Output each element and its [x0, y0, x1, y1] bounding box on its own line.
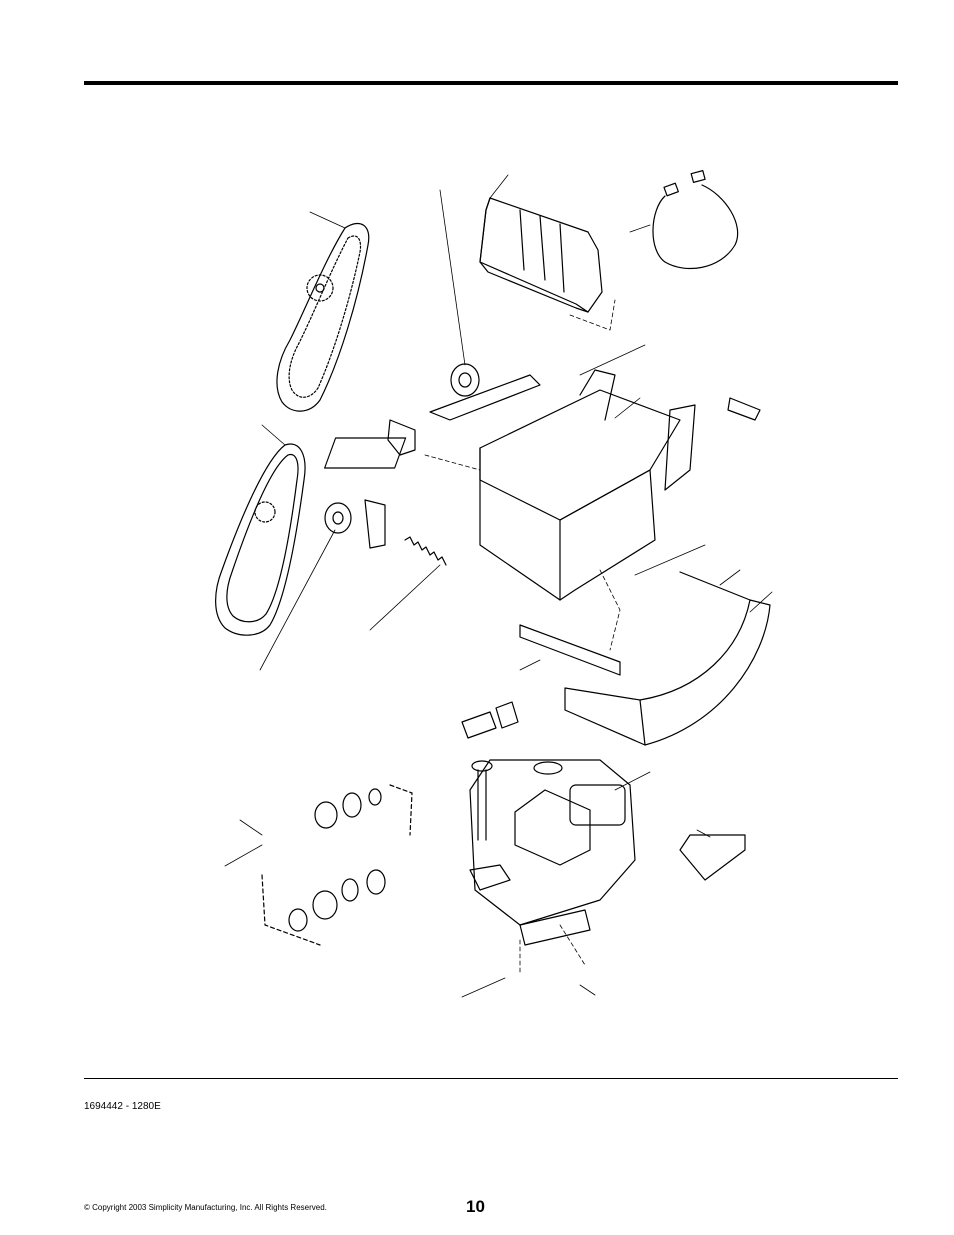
heat-shield	[679, 834, 746, 881]
copyright-notice: © Copyright 2003 Simplicity Manufacturin…	[84, 1203, 327, 1212]
belt-cover	[479, 197, 603, 313]
belt-large	[276, 223, 370, 412]
wire-harness	[652, 169, 739, 269]
idler-arm	[324, 499, 386, 549]
document-number: 1694442 - 1280E	[84, 1101, 161, 1112]
tension-spring	[404, 536, 447, 566]
spacer-tube	[461, 701, 519, 739]
page-number: 10	[466, 1197, 485, 1216]
side-bracket	[664, 397, 761, 491]
idler-pulley	[387, 363, 541, 456]
leader-lines	[224, 174, 773, 998]
header-rule	[84, 81, 898, 85]
engine-pulley	[261, 784, 413, 946]
footer-rule	[84, 1078, 898, 1079]
bottom-cover	[519, 571, 771, 746]
hardware-dash-paths	[424, 299, 621, 976]
belt-small	[215, 443, 306, 636]
frame-housing	[324, 369, 681, 601]
engine	[469, 759, 636, 946]
